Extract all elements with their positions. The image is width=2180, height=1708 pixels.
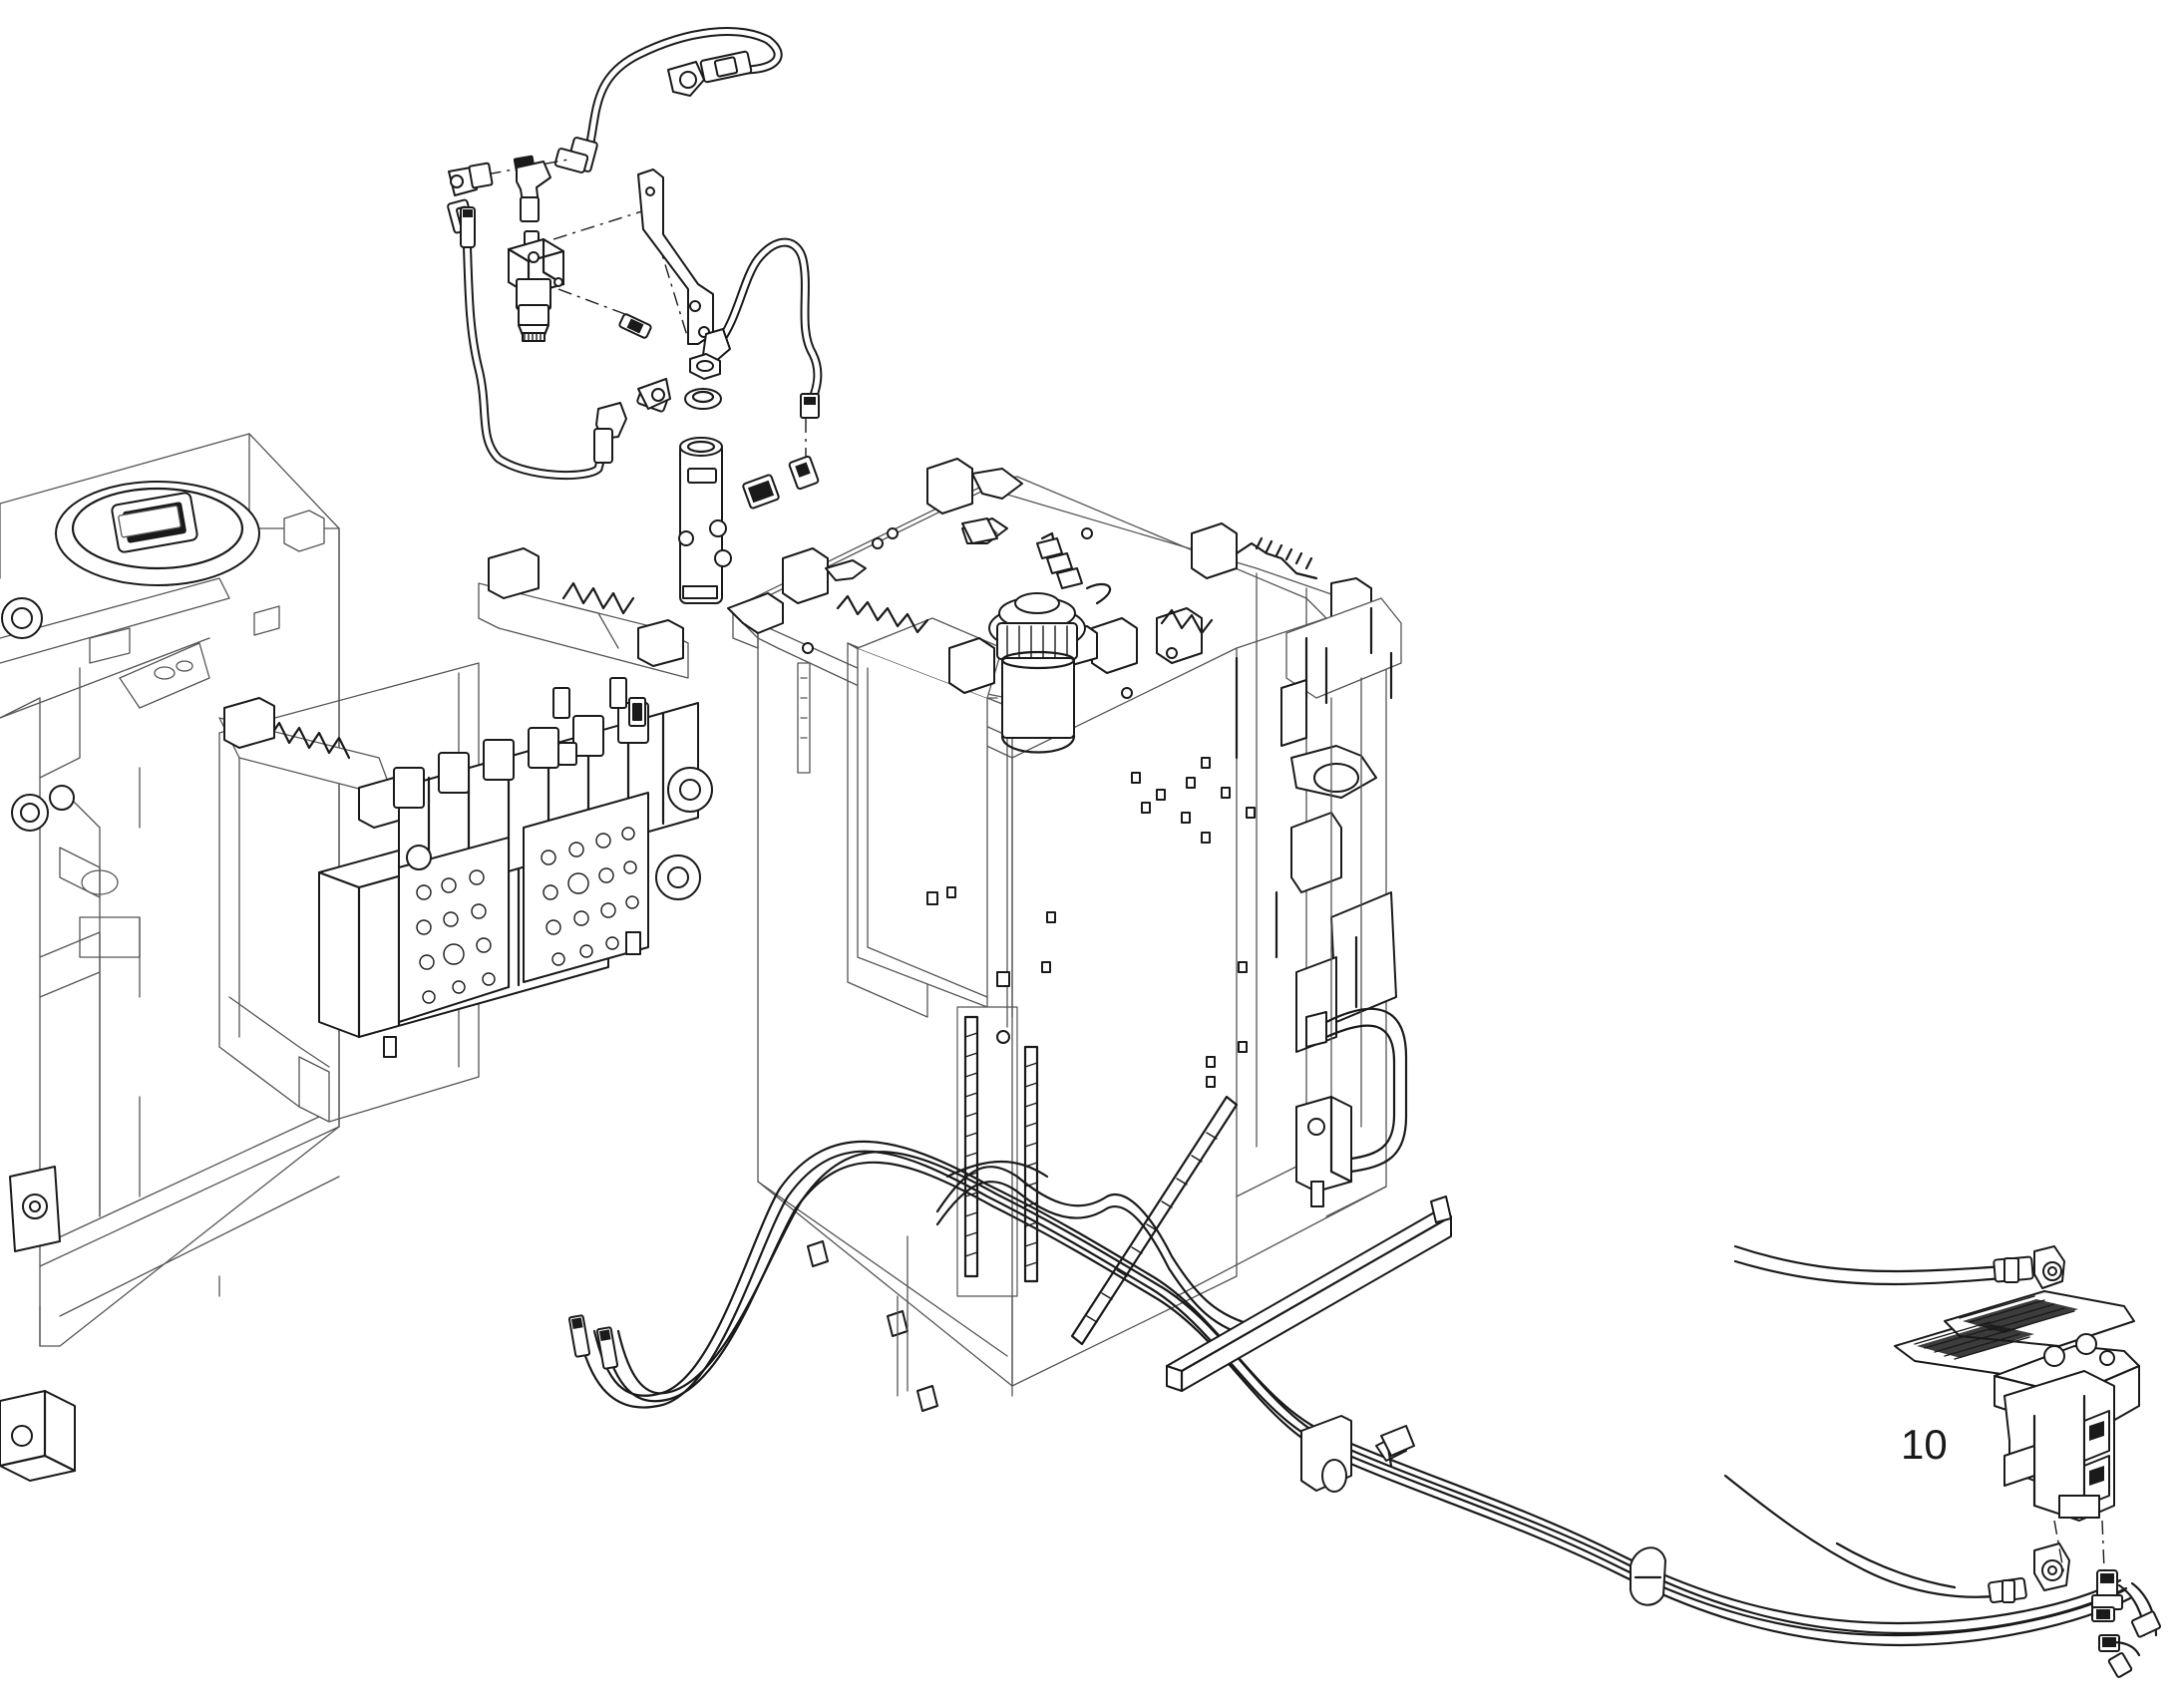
foot-pedal-assembly [1723,1244,2162,1678]
solenoid-valve-assembly [447,27,823,604]
left-machine-frame [0,433,340,1482]
hose-bundle [567,1140,2132,1647]
part-callout-10: 10 [1901,1421,1948,1468]
hydraulic-tank [727,458,1408,1412]
control-valve-assembly [218,547,713,1123]
